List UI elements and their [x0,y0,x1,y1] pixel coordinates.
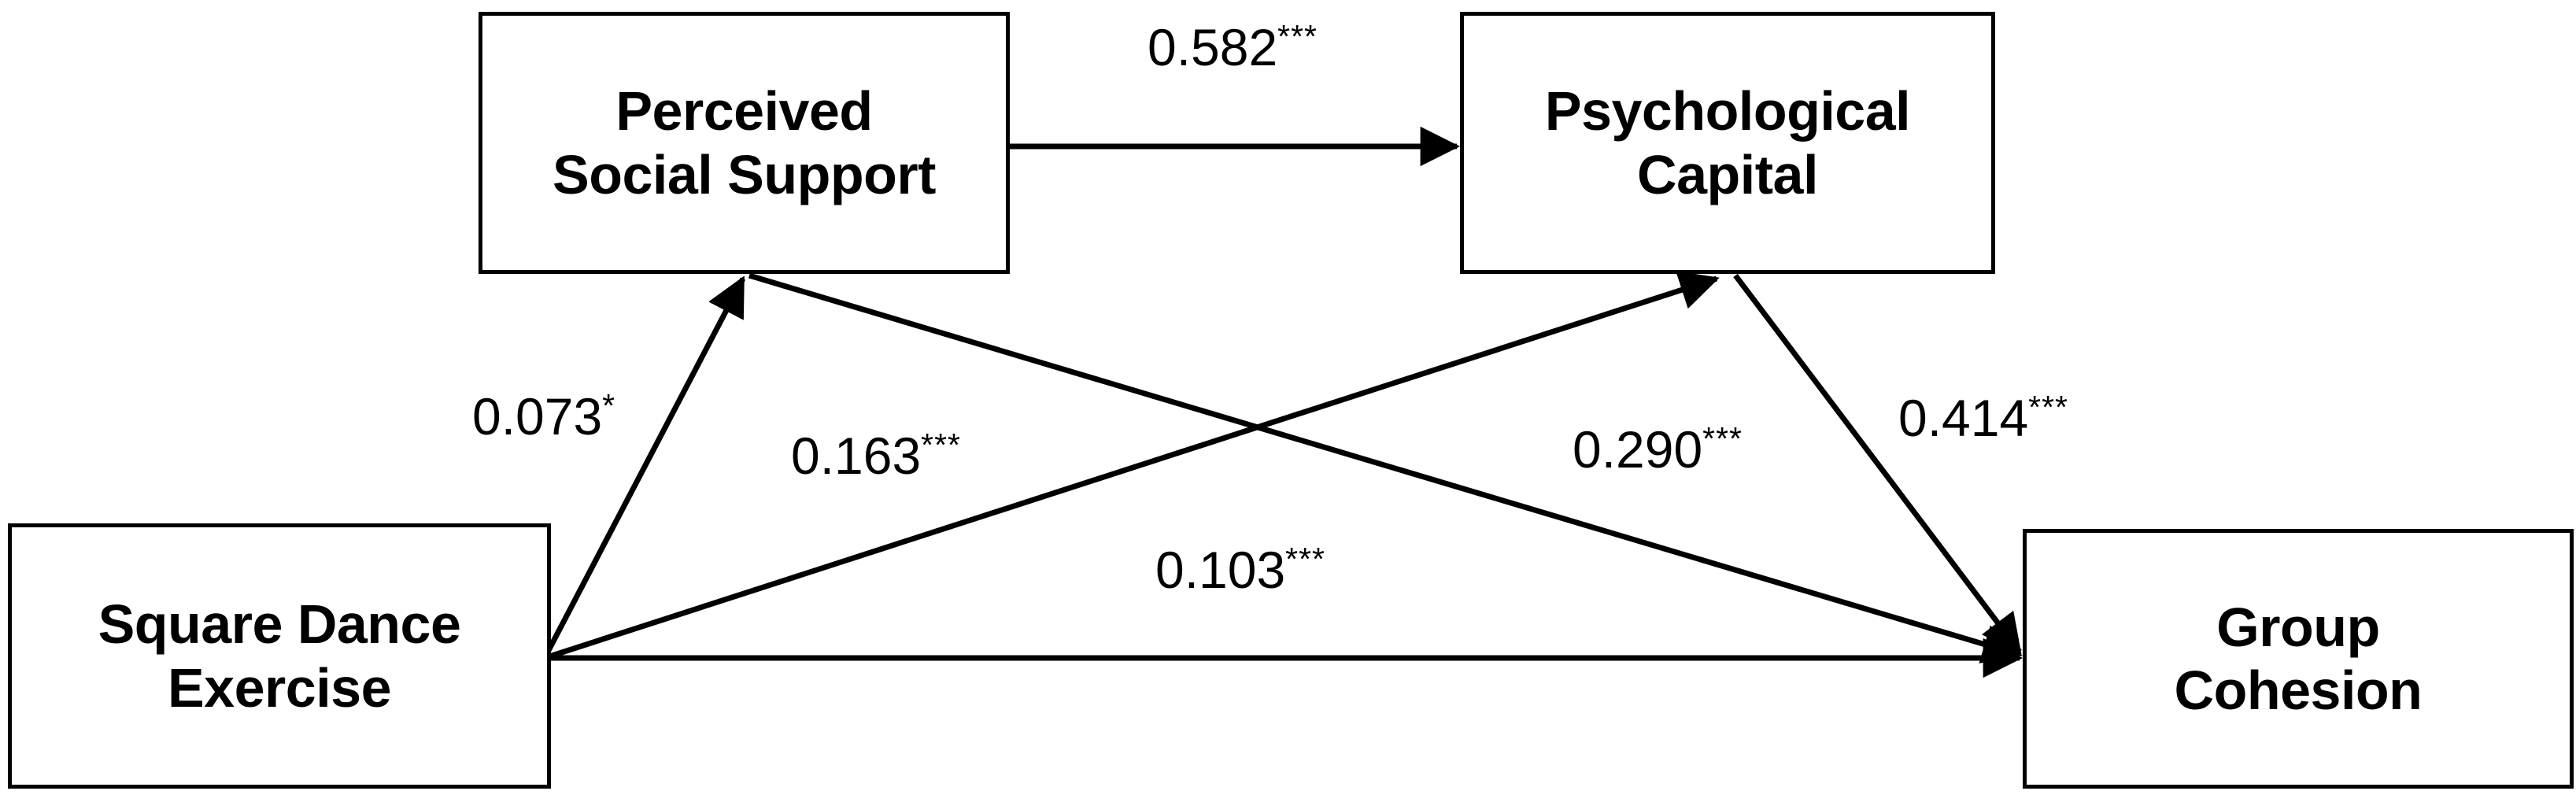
significance-stars: *** [921,427,961,463]
significance-stars: *** [1285,541,1325,577]
node-label: Square Dance Exercise [98,593,461,719]
path-coefficient-sde-to-pss: 0.073* [472,390,615,442]
node-group-cohesion[interactable]: Group Cohesion [2023,529,2574,789]
arrow-pc-to-gc [1733,273,2022,655]
node-label: Perceived Social Support [553,80,936,205]
significance-stars: *** [2028,389,2068,425]
coefficient-value: 0.073 [472,387,603,445]
significance-stars: *** [1702,420,1743,456]
path-coefficient-sde-to-pc: 0.163*** [791,429,961,482]
node-label: Psychological Capital [1544,80,1911,205]
path-coefficient-pss-to-pc: 0.582*** [1148,20,1318,73]
path-coefficient-pc-to-gc: 0.414*** [1898,391,2068,444]
coefficient-value: 0.582 [1148,18,1278,76]
node-psychological-capital[interactable]: Psychological Capital [1460,12,1995,274]
coefficient-value: 0.414 [1898,389,2029,447]
arrow-sde-to-pss [541,275,746,660]
arrow-sde-to-pc [543,271,1720,661]
coefficient-value: 0.103 [1155,541,1286,599]
node-perceived-social-support[interactable]: Perceived Social Support [479,12,1010,274]
coefficient-value: 0.163 [791,427,922,485]
path-coefficient-pss-to-gc: 0.290*** [1573,423,1743,475]
significance-stars: *** [1277,18,1318,54]
significance-stars: * [602,387,616,423]
arrow-pss-to-gc [748,272,2023,663]
node-label: Group Cohesion [2174,596,2423,722]
path-coefficient-sde-to-gc: 0.103*** [1155,543,1325,596]
node-square-dance-exercise[interactable]: Square Dance Exercise [8,523,551,789]
coefficient-value: 0.290 [1573,420,1703,479]
